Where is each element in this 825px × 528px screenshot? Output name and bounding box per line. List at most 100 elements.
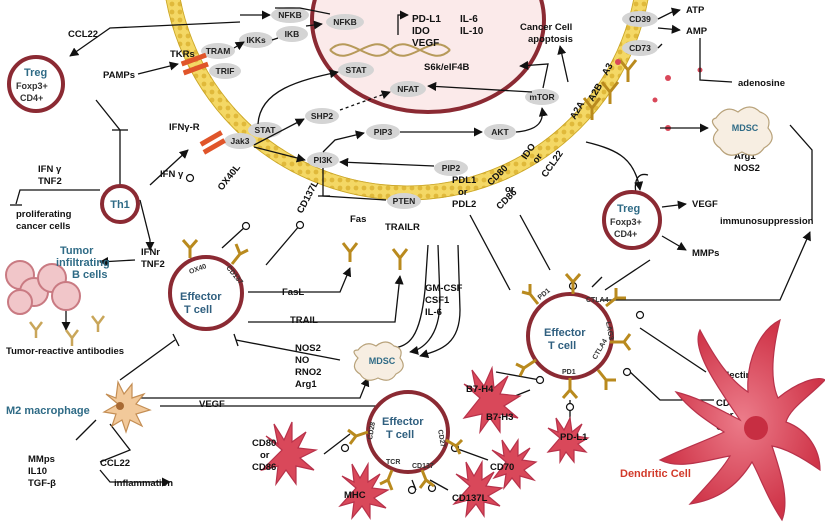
- rno2-label: RNO2: [295, 367, 321, 378]
- svg-text:PI3K: PI3K: [314, 155, 334, 165]
- svg-text:NFAT: NFAT: [397, 84, 419, 94]
- gene-il6: IL-6: [460, 14, 478, 25]
- svg-text:mTOR: mTOR: [529, 92, 554, 102]
- pill-pip2: PIP2: [434, 160, 468, 176]
- pill-shp2: SHP2: [305, 108, 339, 124]
- svg-text:T cell: T cell: [548, 340, 576, 352]
- adenosine-label: adenosine: [738, 78, 785, 89]
- pill-pi3k: PI3K: [307, 152, 339, 168]
- ifnr-label: IFNr: [141, 247, 160, 258]
- pill-akt: AKT: [484, 124, 516, 140]
- svg-text:T cell: T cell: [184, 304, 212, 316]
- nos2-label: NOS2: [295, 343, 321, 354]
- atp-label: ATP: [686, 5, 705, 16]
- dendritic-cell-large: Dendritic Cell: [620, 318, 825, 522]
- amp-label: AMP: [686, 26, 708, 37]
- tgfb-label: TGF-β: [28, 478, 56, 489]
- pill-ikb: IKB: [276, 26, 308, 42]
- ifng-label: IFN γ: [160, 169, 184, 180]
- vegf-b-label: VEGF: [199, 399, 225, 410]
- svg-text:Foxp3+: Foxp3+: [610, 217, 642, 227]
- svg-text:IKKs: IKKs: [246, 35, 266, 45]
- svg-text:TRAM: TRAM: [206, 46, 231, 56]
- svg-text:NFKB: NFKB: [278, 10, 302, 20]
- cd80-dc-label: CD80: [716, 398, 740, 409]
- svg-text:PD1: PD1: [562, 369, 576, 376]
- gene-pdl1: PD-L1: [412, 14, 441, 25]
- pill-nfkb-in: NFKB: [326, 14, 364, 30]
- gene-ido: IDO: [412, 26, 430, 37]
- svg-text:infiltrating: infiltrating: [56, 257, 110, 269]
- or-left-label: or: [260, 450, 270, 461]
- effector-t-cell-bottom: Effector T cell CD28 TCR CD137 CD27: [347, 390, 464, 491]
- adenosine-receptors: [582, 59, 638, 120]
- mdsc-right: MDSC: [711, 106, 773, 156]
- treg-left-cell: Treg Foxp3+ CD4+: [7, 55, 65, 113]
- mdsc-middle: MDSC: [353, 341, 404, 381]
- no-label: NO: [295, 355, 309, 366]
- pill-cd39: CD39: [622, 11, 658, 27]
- receptor-tkrs: [180, 52, 209, 76]
- small-dendritic-cells: [260, 365, 590, 520]
- svg-text:CD27: CD27: [436, 429, 446, 448]
- svg-text:Foxp3+: Foxp3+: [16, 81, 48, 91]
- s6k-label: S6k/eIF4B: [424, 62, 470, 73]
- pill-pip3: PIP3: [366, 124, 400, 140]
- svg-text:CD4+: CD4+: [614, 229, 637, 239]
- immunosuppression-label: immunosuppression: [720, 216, 814, 227]
- svg-text:Effector: Effector: [180, 291, 222, 303]
- pill-mtor: mTOR: [525, 89, 559, 105]
- ligand-circles: [185, 173, 645, 495]
- svg-text:Th1: Th1: [110, 199, 130, 211]
- svg-text:M2 macrophage: M2 macrophage: [6, 405, 90, 417]
- ccl22-top-label: CCL22: [68, 29, 98, 40]
- th1-cell: Th1: [100, 184, 140, 224]
- proliferating-label: proliferating: [16, 209, 72, 220]
- pdl1-bottom-label: PD-L1: [560, 432, 588, 443]
- svg-text:STAT: STAT: [346, 65, 368, 75]
- gmcsf-label: GM-CSF: [425, 283, 463, 294]
- svg-text:Effector: Effector: [544, 327, 586, 339]
- membrane-y-receptors: [341, 242, 409, 270]
- svg-text:TRIF: TRIF: [216, 66, 235, 76]
- pill-pten: PTEN: [387, 193, 421, 209]
- svg-text:PIP3: PIP3: [374, 127, 393, 137]
- svg-text:CD73: CD73: [629, 43, 651, 53]
- svg-text:MDSC: MDSC: [732, 123, 759, 133]
- il10-left-label: IL10: [28, 466, 47, 477]
- connectors: [10, 7, 813, 491]
- pill-nfkb: NFKB: [271, 7, 309, 23]
- tnf2-left-label: TNF2: [38, 176, 62, 187]
- trailr-label: TRAILR: [385, 222, 420, 233]
- inflammation-label: inflammation: [114, 478, 173, 489]
- csf1-label: CSF1: [425, 295, 450, 306]
- ifng-left-label: IFN γ: [38, 164, 62, 175]
- apoptosis-label-2: apoptosis: [528, 34, 573, 45]
- mmps-r-label: MMPs: [692, 248, 719, 259]
- pdl1-label: PDL1: [452, 175, 477, 186]
- pill-jak3: Jak3: [224, 133, 256, 149]
- mmps-left-label: MMps: [28, 454, 55, 465]
- b7h4-label: B7-H4: [466, 384, 494, 395]
- pill-stat: STAT: [248, 122, 282, 138]
- svg-text:Jak3: Jak3: [231, 136, 250, 146]
- galectin9-label: Galectin9: [714, 370, 757, 381]
- svg-text:TCR: TCR: [386, 459, 400, 466]
- or2-label: or: [505, 184, 515, 195]
- svg-text:IKB: IKB: [285, 29, 300, 39]
- svg-text:STAT: STAT: [255, 125, 277, 135]
- m2-macrophage: M2 macrophage: [6, 379, 152, 434]
- svg-text:Dendritic Cell: Dendritic Cell: [620, 468, 691, 480]
- svg-text:Effector: Effector: [382, 416, 424, 428]
- cancer-cells-label: cancer cells: [16, 221, 70, 232]
- antibody-icons: [29, 315, 105, 346]
- svg-text:CD4+: CD4+: [20, 93, 43, 103]
- il6-label: IL-6: [425, 307, 442, 318]
- svg-text:NFKB: NFKB: [333, 17, 357, 27]
- vegf-r-label: VEGF: [692, 199, 718, 210]
- pdl2-label: PDL2: [452, 199, 476, 210]
- pill-tram: TRAM: [201, 43, 235, 59]
- pill-nfat: NFAT: [390, 81, 426, 97]
- svg-text:T cell: T cell: [386, 429, 414, 441]
- tnf2-b-label: TNF2: [141, 259, 165, 270]
